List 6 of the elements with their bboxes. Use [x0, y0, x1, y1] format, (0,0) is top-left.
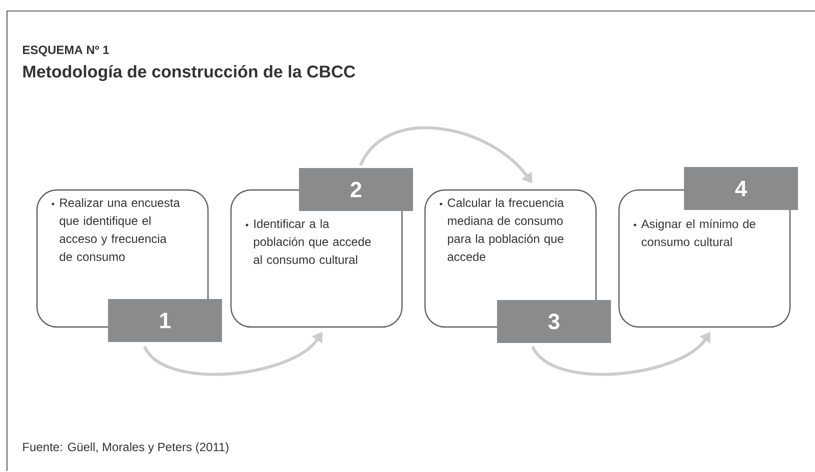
source-note: Fuente: Güell, Morales y Peters (2011)	[23, 442, 228, 454]
number-tab: 3	[497, 300, 611, 343]
figure-number: ESQUEMA Nº 1	[23, 46, 109, 56]
title: Metodología de construcción de la CBCC	[23, 64, 356, 82]
number-tab: 2	[299, 168, 413, 211]
number-tab: 1	[108, 299, 222, 342]
